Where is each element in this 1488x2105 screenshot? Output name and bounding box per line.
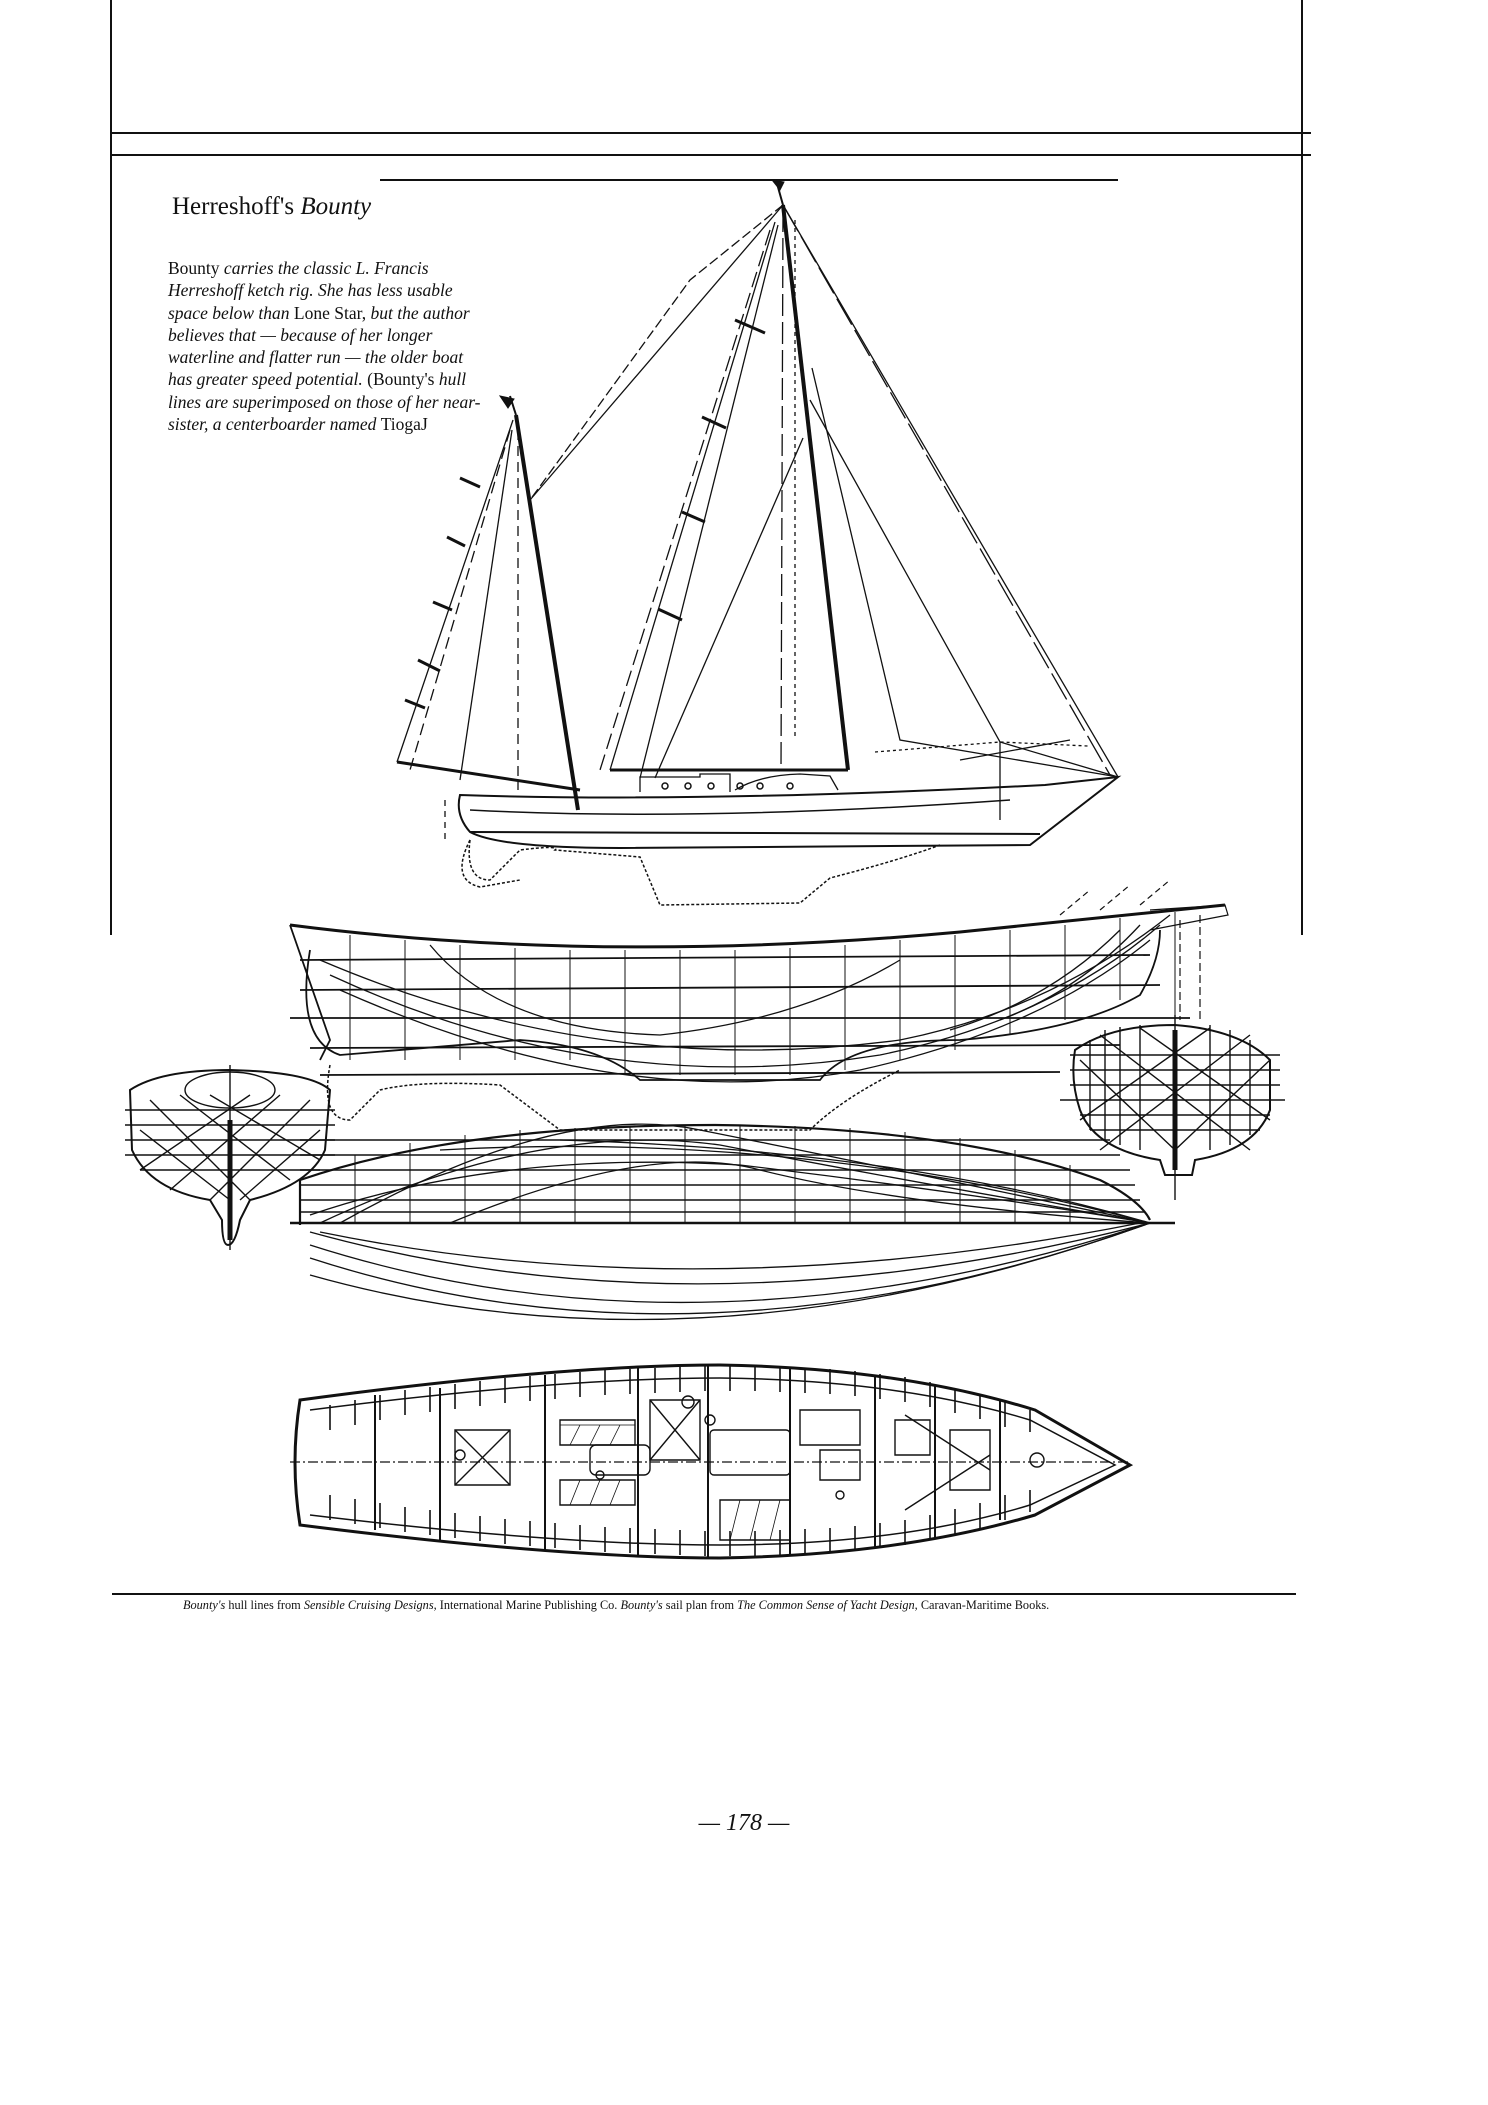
caption-seg: The Common Sense of Yacht Design, bbox=[737, 1598, 918, 1612]
blurb-seg: Lone Star, bbox=[293, 302, 367, 323]
caption-seg: Bounty's bbox=[620, 1598, 663, 1612]
page-number: — 178 — bbox=[698, 1810, 790, 1836]
accommodation-plan-drawing bbox=[0, 0, 1488, 1600]
caption-seg: hull lines from bbox=[225, 1598, 304, 1612]
body-plan-aft bbox=[125, 1065, 335, 1250]
caption-rule bbox=[112, 1593, 1296, 1595]
blurb-seg: (Bounty's bbox=[362, 369, 435, 390]
blurb-seg: but the author believes that — because o… bbox=[168, 302, 470, 390]
header-rule-1 bbox=[110, 132, 1311, 134]
caption-seg: Bounty's bbox=[183, 1598, 226, 1612]
sail-plan-drawing bbox=[0, 0, 1488, 940]
figure-caption: Bounty's hull lines from Sensible Cruisi… bbox=[183, 1598, 1049, 1613]
body-plan-fwd bbox=[1060, 1015, 1285, 1200]
blurb-seg: Bounty bbox=[168, 258, 220, 278]
figure-description: Bounty carries the classic L. Francis He… bbox=[168, 257, 488, 435]
frame-left-rule bbox=[110, 0, 112, 935]
blurb-seg: TiogaJ bbox=[380, 414, 428, 435]
frame-right-rule bbox=[1301, 0, 1303, 935]
blurb-seg: carries the classic L. Francis Herreshof… bbox=[168, 258, 453, 323]
figure-top-rule bbox=[380, 179, 1118, 181]
figure-title: Herreshoff's Bounty bbox=[172, 192, 371, 222]
caption-seg: Caravan-Maritime Books. bbox=[917, 1598, 1050, 1612]
hull-lines-drawing bbox=[0, 0, 1488, 1600]
caption-seg: International Marine Publishing Co. bbox=[436, 1598, 621, 1612]
profile-sheer bbox=[290, 905, 1225, 947]
header-rule-2 bbox=[110, 154, 1311, 156]
title-plain: Herreshoff's bbox=[172, 193, 301, 220]
caption-seg: Sensible Cruising Designs, bbox=[303, 1598, 437, 1612]
half-breadth-plan bbox=[290, 1124, 1175, 1319]
caption-seg: sail plan from bbox=[662, 1598, 738, 1612]
title-italic: Bounty bbox=[300, 193, 372, 220]
blurb-seg: hull lines are superimposed on those of … bbox=[168, 369, 481, 435]
